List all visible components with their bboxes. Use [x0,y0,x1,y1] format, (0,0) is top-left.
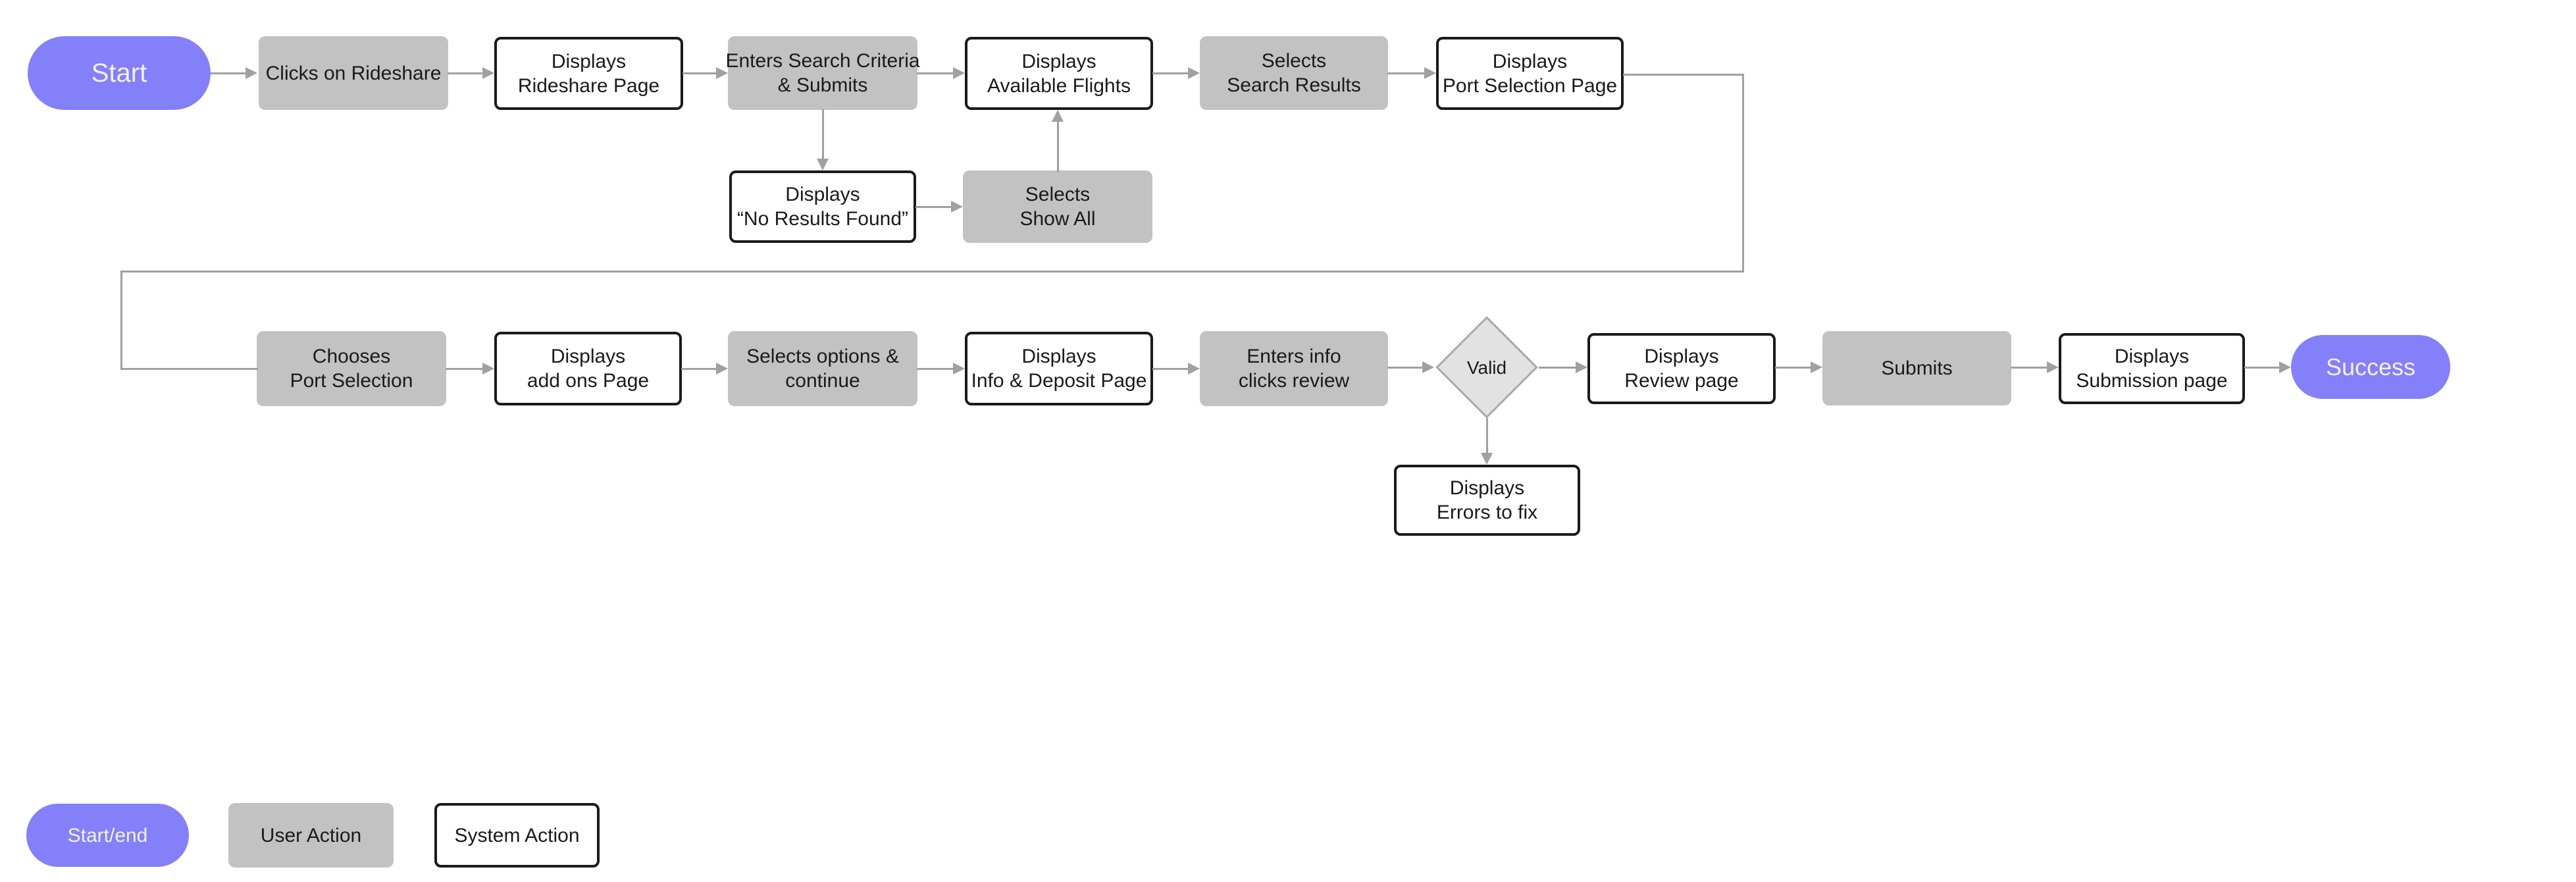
edge-segment [916,367,956,370]
edge-segment [447,72,485,74]
edge-segment [1485,417,1488,455]
edge-segment [916,72,956,74]
edge-segment [1538,366,1578,369]
edge-segment [120,270,122,370]
arrowhead [951,201,963,213]
node-start: Start [28,36,211,110]
legend-start-end-label: Start/end [67,824,148,846]
node-label-success: Success [2325,353,2416,380]
arrowhead [1422,361,1434,373]
arrowhead [716,67,728,79]
arrowhead [1481,453,1493,465]
edge-segment [120,270,1744,272]
edge-segment [1387,366,1425,369]
node-label-submits: Submits [1881,357,1953,379]
edge-segment [1152,72,1191,74]
node-label-start: Start [91,58,147,88]
node-selects-options-continue: Selects options &continue [728,331,917,406]
legend-start-end: Start/end [26,804,189,867]
edge-segment [1622,73,1744,76]
node-submits: Submits [1822,331,2011,405]
node-label-clicks-rideshare: Clicks on Rideshare [265,62,442,84]
arrowhead [817,159,829,170]
edge-segment [2010,366,2049,369]
arrowhead [1188,67,1200,79]
legend-user-action-label: User Action [260,824,362,846]
edge-segment [2244,366,2282,369]
arrowhead [1811,361,1822,373]
node-clicks-rideshare: Clicks on Rideshare [259,36,448,110]
arrowhead [1052,110,1064,122]
edge-segment [1056,119,1059,172]
arrowhead [1188,363,1200,375]
edge-segment [915,205,954,208]
node-label-enters-search-criteria: Enters Search Criteria& Submits [725,50,920,96]
node-displays-no-results: Displays“No Results Found” [729,170,916,243]
edge-segment [681,367,719,370]
edge-segment [1152,367,1191,370]
arrowhead [1576,361,1587,373]
edge-segment [445,367,485,370]
node-label-selects-options-continue: Selects options &continue [746,346,899,392]
arrowhead [953,67,965,79]
edge-segment [1741,73,1744,272]
arrowhead [2047,361,2059,373]
edge-segment [210,72,248,74]
node-valid: Valid [1434,316,1539,419]
arrowhead [2279,361,2291,373]
legend-system-action: System Action [434,803,600,868]
node-success: Success [2291,335,2450,399]
arrowhead [953,363,965,375]
edge-segment [682,72,719,74]
arrowhead [482,67,494,79]
edge-segment [1774,366,1813,369]
arrowhead [245,67,257,79]
edge-segment [120,367,258,370]
legend-system-action-label: System Action [454,824,580,846]
node-label-valid: Valid [1466,357,1507,378]
arrowhead [482,363,494,375]
arrowhead [716,363,728,375]
node-enters-search-criteria: Enters Search Criteria& Submits [725,36,920,110]
arrowhead [1424,67,1436,79]
node-label-displays-no-results: Displays“No Results Found” [736,184,909,230]
edge-segment [1387,72,1427,74]
edge-segment [821,109,824,161]
legend-user-action: User Action [228,803,394,868]
